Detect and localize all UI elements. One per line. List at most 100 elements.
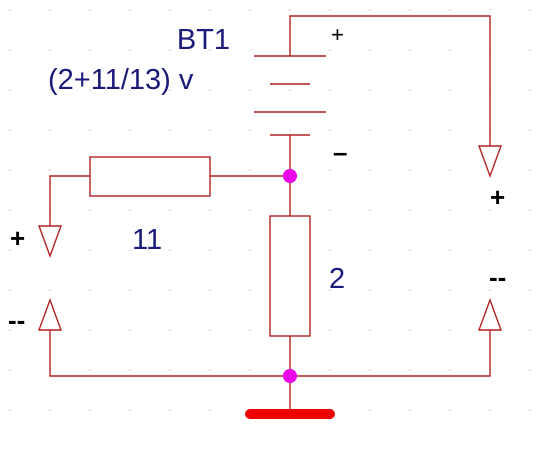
left-port-plus-arrow[interactable]: [37, 225, 63, 259]
grid-dot: [489, 409, 491, 411]
grid-dot: [9, 329, 11, 331]
grid-dot: [329, 9, 331, 11]
battery-bt1[interactable]: [254, 55, 326, 136]
grid-dot: [249, 249, 251, 251]
grid-dot: [449, 49, 451, 51]
resistor-2-label: 2: [329, 263, 345, 295]
grid-dot: [529, 209, 531, 211]
grid-dot: [489, 209, 491, 211]
grid-dot: [529, 89, 531, 91]
grid-dot: [169, 49, 171, 51]
grid-dot: [409, 329, 411, 331]
grid-dot: [9, 129, 11, 131]
grid-dot: [9, 369, 11, 371]
junction-node-bottom[interactable]: [283, 369, 297, 383]
grid-dot: [489, 249, 491, 251]
grid-dot: [249, 329, 251, 331]
grid-dot: [169, 209, 171, 211]
wire-battery-top-to-right-port[interactable]: [289, 15, 491, 146]
grid-dot: [169, 249, 171, 251]
battery-name-label: BT1: [177, 24, 230, 56]
junction-node-top[interactable]: [283, 169, 297, 183]
resistor-11[interactable]: [89, 156, 211, 197]
grid-dot: [249, 169, 251, 171]
grid-dot: [49, 49, 51, 51]
grid-dot: [209, 289, 211, 291]
grid-dot: [529, 169, 531, 171]
grid-dot: [89, 49, 91, 51]
wire-left-port-to-resistor11[interactable]: [49, 175, 90, 226]
grid-dot: [49, 289, 51, 291]
grid-dot: [529, 409, 531, 411]
right-port-minus-arrow[interactable]: [477, 297, 503, 331]
grid-dot: [449, 369, 451, 371]
battery-minus-sign: –: [333, 137, 347, 167]
grid-dot: [9, 169, 11, 171]
grid-dot: [409, 9, 411, 11]
grid-dot: [529, 249, 531, 251]
grid-dot: [89, 9, 91, 11]
grid-dot: [209, 369, 211, 371]
grid-dot: [9, 89, 11, 91]
grid-dot: [529, 49, 531, 51]
port-arrows: [37, 145, 503, 331]
right-port-plus-sign: +: [490, 182, 505, 212]
resistor-2[interactable]: [269, 215, 311, 337]
grid-dot: [49, 169, 51, 171]
grid-dot: [9, 49, 11, 51]
grid-dot: [89, 409, 91, 411]
grid-dot: [49, 9, 51, 11]
grid-dot: [449, 89, 451, 91]
grid-dot: [89, 89, 91, 91]
grid-dot: [49, 129, 51, 131]
grid-dot: [129, 409, 131, 411]
grid-dot: [129, 89, 131, 91]
grid-dot: [449, 329, 451, 331]
battery-value-label: (2+11/13) v: [48, 64, 194, 96]
grid-dot: [129, 329, 131, 331]
grid-dot: [209, 49, 211, 51]
wire-bottom-rail[interactable]: [49, 330, 491, 377]
grid-dot: [329, 129, 331, 131]
grid-dot: [369, 289, 371, 291]
grid-dot: [89, 369, 91, 371]
grid-dot: [169, 289, 171, 291]
grid-dot: [409, 209, 411, 211]
left-port-minus-arrow[interactable]: [37, 297, 63, 331]
grid-dot: [169, 89, 171, 91]
grid-dot: [369, 89, 371, 91]
grid-dot: [529, 329, 531, 331]
grid-dot: [409, 89, 411, 91]
grid-dot: [89, 329, 91, 331]
grid-dot: [409, 169, 411, 171]
battery-plus-sign: +: [331, 22, 344, 47]
grid-dot: [249, 369, 251, 371]
left-port-plus-sign: +: [10, 223, 25, 253]
grid-dot: [209, 209, 211, 211]
grid-dot: [489, 9, 491, 11]
grid-dot: [369, 169, 371, 171]
grid-dot: [289, 89, 291, 91]
grid-dot: [289, 9, 291, 11]
grid-dot: [129, 369, 131, 371]
grid-dot: [129, 129, 131, 131]
grid-dot: [129, 49, 131, 51]
grid-dot: [9, 249, 11, 251]
grid-dot: [369, 329, 371, 331]
grid-dot: [329, 49, 331, 51]
grid-dot: [49, 409, 51, 411]
grid-dot: [529, 129, 531, 131]
grid-dot: [209, 9, 211, 11]
grid-dot: [209, 409, 211, 411]
right-port-plus-arrow[interactable]: [477, 145, 503, 179]
grid-dot: [449, 9, 451, 11]
grid-dot: [249, 129, 251, 131]
grid-dot: [329, 89, 331, 91]
grid-dot: [289, 129, 291, 131]
grid-dot: [369, 9, 371, 11]
grid-dot: [169, 129, 171, 131]
grid-dot: [369, 249, 371, 251]
grid-dot: [209, 329, 211, 331]
grid-dot: [129, 209, 131, 211]
grid-dot: [249, 9, 251, 11]
